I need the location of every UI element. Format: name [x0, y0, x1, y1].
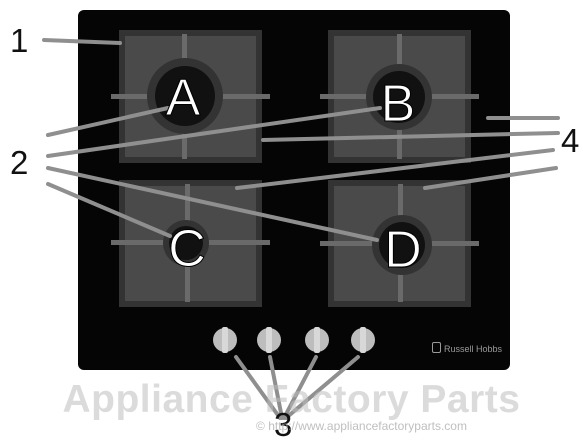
callout-4: 4: [561, 122, 580, 159]
brand-mark-icon: [432, 342, 441, 353]
control-knob-1: [213, 327, 237, 353]
leader-line-1: [42, 38, 122, 45]
leader-line-4c: [235, 148, 555, 190]
leader-line-2a: [46, 106, 170, 137]
control-knob-3: [305, 327, 329, 353]
brand-name: Russell Hobbs: [444, 344, 503, 354]
burner-c-label: C: [168, 220, 206, 278]
leader-line-2d: [46, 182, 172, 238]
leader-line-4d: [423, 166, 558, 190]
leader-line-2c: [46, 166, 379, 242]
brand-logo: Russell Hobbs: [432, 342, 502, 354]
leader-line-4b: [261, 131, 560, 142]
control-knob-2: [257, 327, 281, 353]
callout-3: 3: [274, 406, 293, 443]
burner-c-grate: [111, 180, 270, 307]
burner-a-grate: [111, 30, 270, 163]
leader-line-3d: [284, 355, 360, 420]
control-knob-4: [351, 327, 375, 353]
burner-d-grate: [320, 180, 479, 307]
callout-1: 1: [10, 22, 29, 59]
watermark-title: Appliance Factory Parts: [62, 378, 521, 421]
burner-b-label: B: [381, 75, 416, 133]
leader-line-3c: [282, 355, 318, 420]
leader-line-2b: [46, 106, 382, 158]
watermark-url: © http://www.appliancefactoryparts.com: [256, 419, 467, 433]
burner-d-label: D: [384, 221, 422, 279]
leader-line-3b: [268, 355, 284, 420]
burner-a-label: A: [166, 69, 201, 127]
leader-line-3a: [234, 355, 282, 420]
burner-b-grate: [320, 30, 479, 163]
callout-2: 2: [10, 144, 29, 181]
